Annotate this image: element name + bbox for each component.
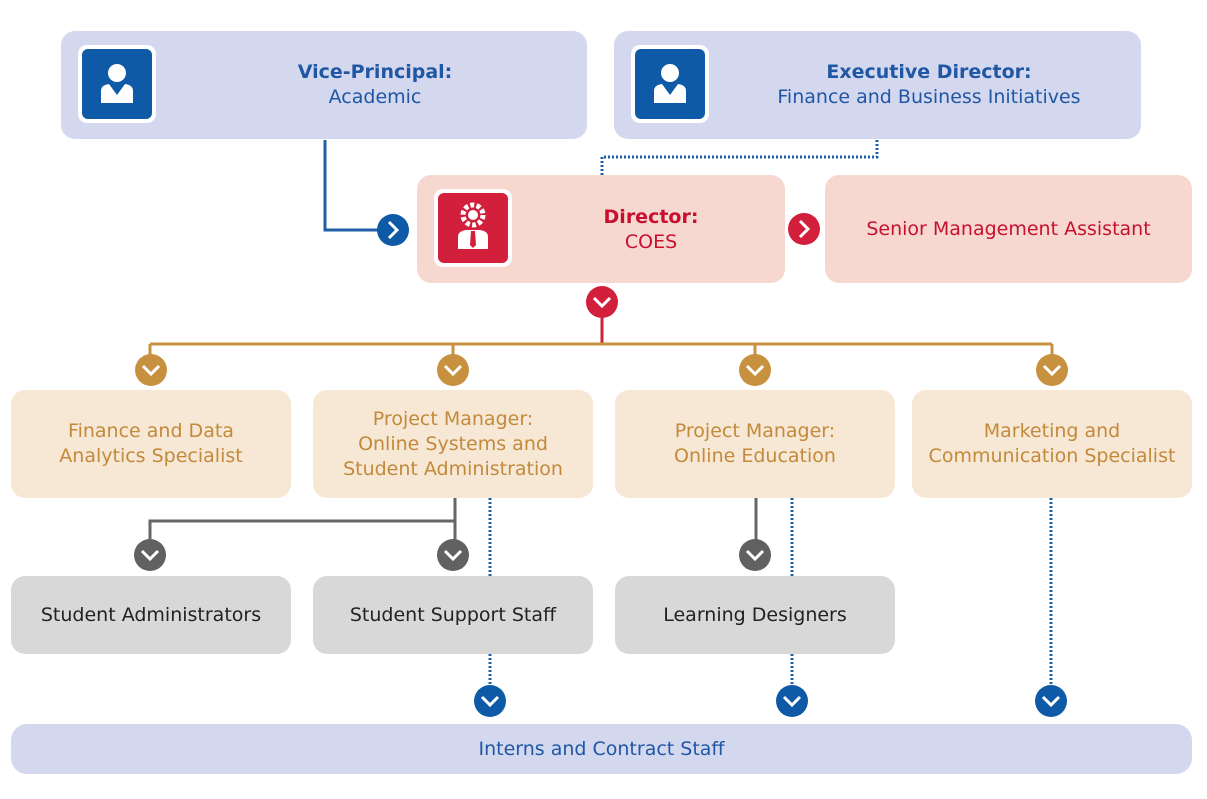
finance-specialist-line2: Analytics Specialist bbox=[59, 445, 243, 467]
chevron-down-icon bbox=[739, 354, 771, 386]
chevron-down-icon bbox=[135, 354, 167, 386]
student-support-staff-label: Student Support Staff bbox=[349, 603, 557, 626]
vice-principal-title: Vice-Principal: bbox=[297, 61, 453, 83]
chevron-down-icon bbox=[739, 539, 771, 571]
marketing-specialist-line1: Marketing and bbox=[983, 420, 1121, 442]
executive-director-subtitle: Finance and Business Initiatives bbox=[777, 86, 1081, 108]
executive-director-title: Executive Director: bbox=[826, 61, 1032, 83]
chevron-down-icon bbox=[437, 539, 469, 571]
director-label: Director: COES bbox=[520, 205, 782, 255]
vice-principal-label: Vice-Principal: Academic bbox=[170, 60, 580, 110]
vp-director-line bbox=[323, 140, 380, 232]
learning-designers-label: Learning Designers bbox=[663, 603, 847, 626]
person-icon bbox=[78, 45, 156, 123]
marketing-specialist-box: Marketing and Communication Specialist bbox=[912, 390, 1192, 498]
interns-label: Interns and Contract Staff bbox=[478, 737, 725, 760]
student-administrators-box: Student Administrators bbox=[11, 576, 291, 654]
vice-principal-subtitle: Academic bbox=[328, 86, 422, 108]
student-support-staff-box: Student Support Staff bbox=[313, 576, 593, 654]
chevron-down-icon bbox=[776, 685, 808, 717]
interns-box: Interns and Contract Staff bbox=[11, 724, 1192, 774]
finance-specialist-box: Finance and Data Analytics Specialist bbox=[11, 390, 291, 498]
chevron-right-icon bbox=[377, 214, 409, 246]
person-icon bbox=[631, 45, 709, 123]
director-title: Director: bbox=[603, 206, 699, 228]
pm-online-education-line1: Project Manager: bbox=[674, 420, 836, 442]
pm-online-systems-line1: Project Manager: bbox=[372, 407, 534, 430]
exec-director-dotted-line bbox=[600, 140, 879, 176]
student-administrators-label: Student Administrators bbox=[40, 603, 262, 626]
chevron-down-icon bbox=[1036, 354, 1068, 386]
chevron-down-icon bbox=[1035, 685, 1067, 717]
chevron-down-icon bbox=[134, 539, 166, 571]
chevron-down-icon bbox=[437, 354, 469, 386]
chevron-down-icon bbox=[474, 685, 506, 717]
grey-branch-line bbox=[148, 498, 457, 543]
finance-specialist-line1: Finance and Data bbox=[68, 420, 234, 442]
pm-online-education-box: Project Manager: Online Education bbox=[615, 390, 895, 498]
director-subtitle: COES bbox=[624, 231, 678, 253]
pm-online-systems-line2: Online Systems and bbox=[358, 432, 548, 455]
pm-online-education-line2: Online Education bbox=[674, 445, 836, 467]
chevron-right-icon bbox=[788, 213, 820, 245]
manager-gear-icon bbox=[434, 189, 512, 267]
learning-designers-box: Learning Designers bbox=[615, 576, 895, 654]
pm-online-systems-box: Project Manager: Online Systems and Stud… bbox=[313, 390, 593, 498]
executive-director-label: Executive Director: Finance and Business… bbox=[716, 60, 1142, 110]
pm-online-systems-line3: Student Administration bbox=[343, 457, 563, 480]
senior-management-assistant-box: Senior Management Assistant bbox=[825, 175, 1192, 283]
chevron-down-icon bbox=[586, 286, 618, 318]
senior-management-assistant-label: Senior Management Assistant bbox=[866, 217, 1151, 240]
marketing-specialist-line2: Communication Specialist bbox=[928, 445, 1176, 467]
